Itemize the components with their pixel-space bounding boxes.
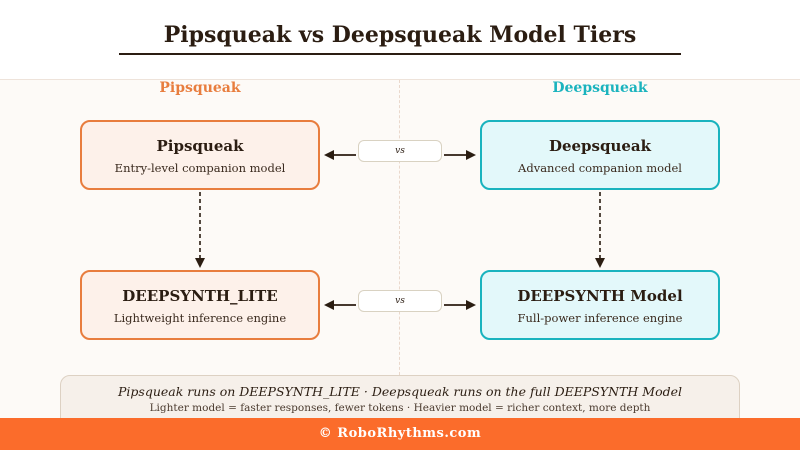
column-label-pipsqueak: Pipsqueak <box>159 80 241 96</box>
node-pipsqueak: Pipsqueak Entry-level companion model <box>80 120 320 190</box>
node-deepsynth-lite-name: DEEPSYNTH_LITE <box>122 287 278 305</box>
node-pipsqueak-desc: Entry-level companion model <box>114 161 286 175</box>
node-deepsqueak-desc: Advanced companion model <box>518 161 682 175</box>
node-deepsynth-lite-desc: Lightweight inference engine <box>113 311 287 325</box>
node-deepsynth-model-name: DEEPSYNTH Model <box>517 287 683 305</box>
node-deepsynth-model: DEEPSYNTH Model Full-power inference eng… <box>480 270 720 340</box>
title-underline <box>119 53 681 55</box>
footer-credit: © RoboRhythms.com <box>0 418 800 450</box>
vs-label-top: vs <box>358 140 442 162</box>
summary-note-sub: Lighter model = faster responses, fewer … <box>149 402 651 414</box>
node-deepsynth-model-desc: Full-power inference engine <box>517 311 683 325</box>
node-pipsqueak-name: Pipsqueak <box>156 137 244 155</box>
header: Pipsqueak vs Deepsqueak Model Tiers <box>0 0 800 80</box>
column-label-deepsqueak: Deepsqueak <box>552 80 648 96</box>
node-deepsqueak: Deepsqueak Advanced companion model <box>480 120 720 190</box>
vs-label-bottom: vs <box>358 290 442 312</box>
node-deepsynth-lite: DEEPSYNTH_LITE Lightweight inference eng… <box>80 270 320 340</box>
node-deepsqueak-name: Deepsqueak <box>548 137 652 155</box>
page-title: Pipsqueak vs Deepsqueak Model Tiers <box>163 22 637 48</box>
center-divider <box>399 80 400 380</box>
summary-note-main: Pipsqueak runs on DEEPSYNTH_LITE · Deeps… <box>118 384 682 399</box>
